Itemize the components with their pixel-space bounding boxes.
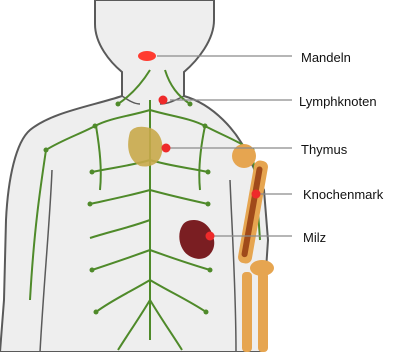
label-thymus: Thymus <box>301 143 347 156</box>
label-knochenmark: Knochenmark <box>303 188 383 201</box>
tonsils <box>138 51 156 61</box>
milz-marker <box>206 232 215 241</box>
label-lymphknoten: Lymphknoten <box>299 95 377 108</box>
label-milz: Milz <box>303 231 326 244</box>
label-mandeln: Mandeln <box>301 51 351 64</box>
body-outline <box>0 0 268 352</box>
knochenmark-marker <box>252 190 261 199</box>
thymus-organ <box>128 127 162 167</box>
lymphknoten-marker <box>159 96 168 105</box>
thymus-marker <box>162 144 171 153</box>
